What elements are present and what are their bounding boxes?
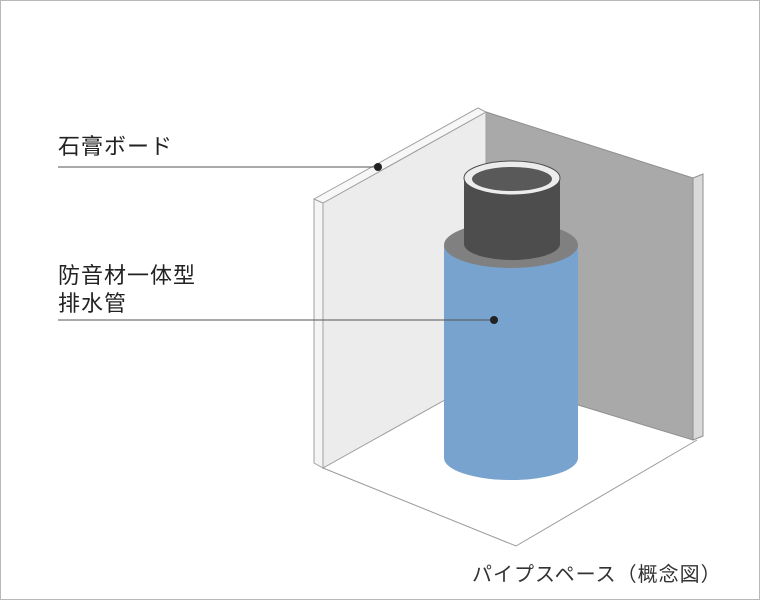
pipe-insulation-body (444, 246, 578, 458)
pipe-leader-dot (490, 316, 498, 324)
gypsum-board-edge-top (312, 107, 488, 204)
gypsum-board-edge-front (313, 198, 324, 469)
pipe-label-line1: 防音材一体型 (58, 264, 197, 289)
pipe-label-line2: 排水管 (58, 292, 128, 317)
pipe-label: 防音材一体型 排水管 (58, 263, 196, 319)
diagram-caption: パイプスペース（概念図） (472, 562, 722, 586)
pipe-core-opening (472, 167, 552, 191)
gypsum-board-leader-dot (374, 163, 382, 171)
gypsum-board-label: 石膏ボード (58, 135, 174, 160)
floor-outline (322, 439, 698, 547)
back-wall-edge (692, 173, 704, 441)
